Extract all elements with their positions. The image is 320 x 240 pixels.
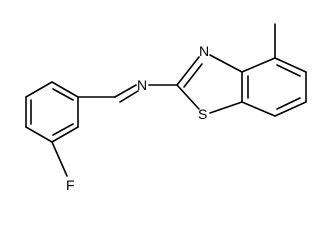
f-mask (65, 175, 77, 193)
s-c7a-bond (209, 101, 243, 114)
thiazole-ring (176, 54, 243, 114)
sulfur-label: S (198, 106, 207, 122)
bond (25, 81, 53, 98)
c2-n-double-bond-second (183, 63, 203, 88)
imine-double-bond (114, 84, 137, 98)
bond (274, 101, 307, 117)
imine-nitrogen-label: N (137, 77, 147, 93)
bond (274, 57, 307, 73)
structure-canvas: N N S F (25, 23, 307, 193)
bond (241, 101, 276, 117)
n-thiazole-mask (197, 42, 211, 60)
thiazole-nitrogen-label: N (199, 43, 209, 59)
fluorine-label: F (66, 177, 75, 193)
double-bond-inner (52, 123, 74, 136)
double-bond-inner (52, 88, 74, 101)
n-c3a-bond (209, 54, 243, 73)
fluorophenyl-ring (25, 81, 79, 143)
double-bond-inner (276, 97, 301, 110)
double-bond-inner (276, 64, 301, 77)
c-f-bond (51, 141, 68, 177)
bond (51, 81, 79, 98)
bond (25, 126, 53, 143)
bond (51, 126, 79, 143)
benzo-ring (241, 57, 307, 117)
c2-s-bond (176, 84, 200, 110)
bond (241, 57, 276, 73)
n-imine-mask (135, 75, 149, 93)
c2-n-double-bond (176, 56, 200, 86)
imine-double-bond-second (119, 90, 139, 103)
chemical-structure: N N S F (25, 23, 307, 193)
